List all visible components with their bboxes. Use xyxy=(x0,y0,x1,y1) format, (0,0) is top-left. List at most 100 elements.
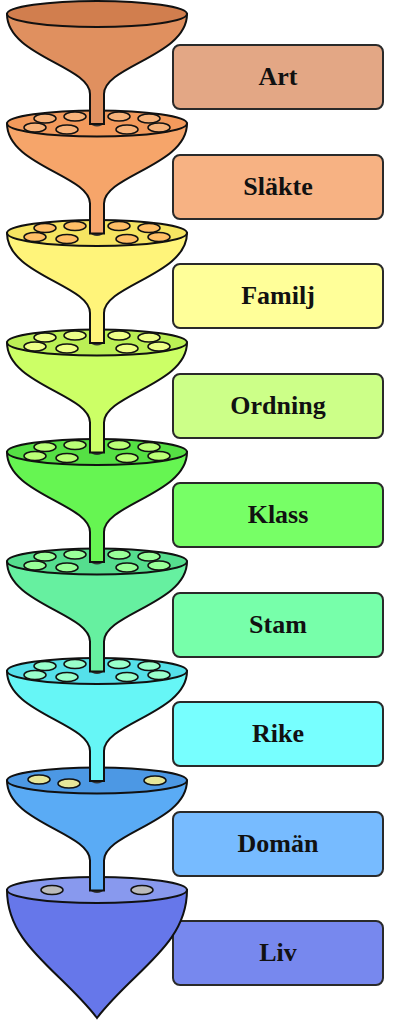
funnel-body xyxy=(7,343,187,453)
funnel-opening xyxy=(7,658,187,684)
hole xyxy=(138,552,160,561)
hole xyxy=(34,552,56,561)
funnel xyxy=(7,111,187,234)
hole xyxy=(108,660,130,669)
rank-label: Liv xyxy=(259,938,297,968)
rank-label: Ordning xyxy=(230,391,325,421)
funnel-body xyxy=(7,124,187,234)
funnel-body xyxy=(7,671,187,781)
center-hole xyxy=(91,668,103,674)
hole xyxy=(64,550,86,559)
hole xyxy=(56,125,78,134)
hole xyxy=(148,671,170,680)
hole xyxy=(64,222,86,231)
hole xyxy=(138,443,160,452)
hole xyxy=(58,779,80,788)
funnel xyxy=(7,220,187,343)
hole xyxy=(64,660,86,669)
hole xyxy=(56,563,78,572)
hole xyxy=(148,342,170,351)
hole xyxy=(108,112,130,121)
hole xyxy=(116,235,138,244)
hole xyxy=(64,441,86,450)
center-hole xyxy=(91,449,103,455)
funnel xyxy=(7,877,187,1018)
hole xyxy=(116,125,138,134)
hole xyxy=(131,886,153,895)
center-hole xyxy=(91,887,103,893)
center-hole xyxy=(91,340,103,346)
hole xyxy=(56,673,78,682)
hole xyxy=(108,550,130,559)
hole xyxy=(148,452,170,461)
funnel-body xyxy=(7,890,187,1018)
hole xyxy=(108,331,130,340)
funnel-body xyxy=(7,233,187,343)
funnel-opening xyxy=(7,877,187,903)
hole xyxy=(116,673,138,682)
center-hole xyxy=(91,559,103,565)
rank-label: Domän xyxy=(238,829,319,859)
funnel xyxy=(7,658,187,781)
hole xyxy=(64,112,86,121)
hole xyxy=(148,561,170,570)
rank-box: Liv xyxy=(172,920,384,986)
funnel xyxy=(7,768,187,891)
funnel-opening xyxy=(7,220,187,246)
rank-label: Stam xyxy=(249,610,307,640)
funnel-opening xyxy=(7,111,187,137)
hole xyxy=(34,114,56,123)
center-hole xyxy=(91,121,103,127)
rank-box: Domän xyxy=(172,811,384,877)
funnel xyxy=(7,549,187,672)
rank-box: Familj xyxy=(172,263,384,329)
funnel-body xyxy=(7,452,187,562)
hole xyxy=(34,333,56,342)
funnel xyxy=(7,439,187,562)
hole xyxy=(148,123,170,132)
rank-label: Familj xyxy=(241,281,315,311)
hole xyxy=(148,233,170,242)
hole xyxy=(64,331,86,340)
funnel-body xyxy=(7,14,187,124)
hole xyxy=(116,454,138,463)
center-hole xyxy=(91,778,103,784)
hole xyxy=(34,662,56,671)
hole xyxy=(138,114,160,123)
hole xyxy=(116,344,138,353)
rank-box: Rike xyxy=(172,701,384,767)
hole xyxy=(116,563,138,572)
funnel-body xyxy=(7,562,187,672)
funnel xyxy=(7,330,187,453)
hole xyxy=(138,333,160,342)
center-hole xyxy=(91,230,103,236)
hole xyxy=(34,443,56,452)
hole xyxy=(41,886,63,895)
hole xyxy=(56,235,78,244)
hole xyxy=(28,775,50,784)
hole xyxy=(138,662,160,671)
hole xyxy=(24,123,46,132)
hole xyxy=(108,222,130,231)
hole xyxy=(24,342,46,351)
rank-box: Art xyxy=(172,44,384,110)
funnel-opening xyxy=(7,1,187,27)
hole xyxy=(24,561,46,570)
rank-box: Stam xyxy=(172,592,384,658)
hole xyxy=(24,452,46,461)
hole xyxy=(24,233,46,242)
funnel-opening xyxy=(7,439,187,465)
funnel-opening xyxy=(7,330,187,356)
hole xyxy=(56,344,78,353)
rank-label: Klass xyxy=(248,500,309,530)
rank-box: Klass xyxy=(172,482,384,548)
funnel-opening xyxy=(7,549,187,575)
hole xyxy=(144,776,166,785)
hole xyxy=(56,454,78,463)
rank-label: Art xyxy=(259,62,298,92)
rank-box: Släkte xyxy=(172,154,384,220)
funnel-opening xyxy=(7,768,187,794)
hole xyxy=(34,224,56,233)
funnel xyxy=(7,1,187,124)
